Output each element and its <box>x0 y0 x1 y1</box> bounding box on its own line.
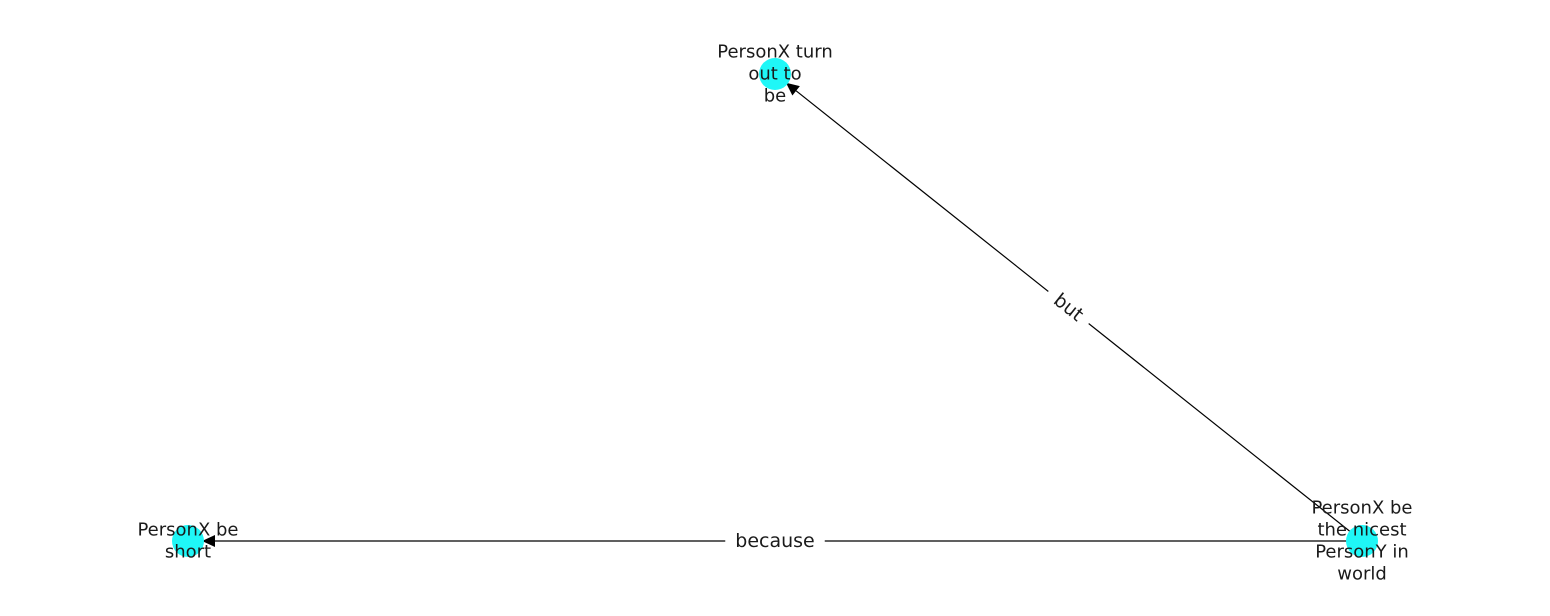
arrow-head <box>202 535 215 547</box>
node-label-line: world <box>1337 564 1387 585</box>
node-label-line: PersonX turn <box>717 42 833 63</box>
edge-label-background <box>1040 281 1097 334</box>
node-label-line: short <box>165 542 211 563</box>
node-turn <box>759 58 791 90</box>
edge-label: because <box>735 530 814 552</box>
arrow-head <box>785 82 800 96</box>
node-label-line: be <box>764 86 787 107</box>
node-label-line: PersonX be <box>1311 498 1412 519</box>
node-label-line: PersonX be <box>137 520 238 541</box>
edges-layer: but because <box>202 82 1363 554</box>
edge-label-group: because <box>725 528 825 554</box>
node-label-line: out to <box>748 64 801 85</box>
nodes-layer <box>172 58 1378 557</box>
node-nicest <box>1346 525 1378 557</box>
edge-label-group: but <box>1040 281 1097 334</box>
node-short <box>172 525 204 557</box>
edge-because: because <box>202 528 1362 554</box>
node-label-line: the nicest <box>1317 520 1406 541</box>
node-label-line: PersonY in <box>1315 542 1409 563</box>
edge-label-background <box>725 528 825 554</box>
edge-but: but <box>785 82 1363 542</box>
